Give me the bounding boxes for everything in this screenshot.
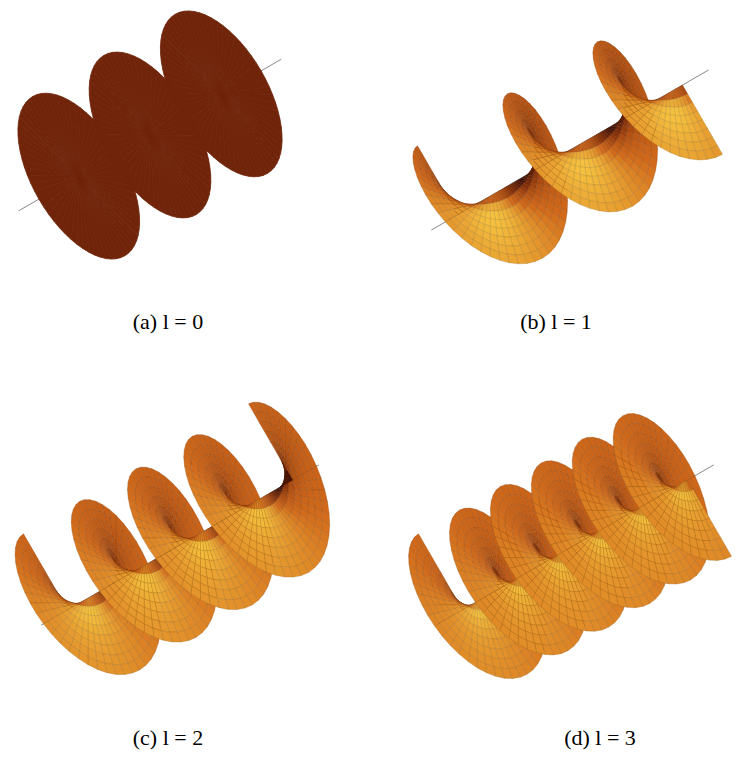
helical-wavefront	[580, 159, 585, 167]
wavefront-panel	[18, 11, 282, 259]
helical-wavefront	[670, 107, 675, 115]
helical-wavefront	[490, 211, 495, 219]
wavefront-panel	[413, 41, 723, 264]
helical-wavefront	[670, 115, 676, 124]
helical-wavefront	[490, 219, 496, 228]
helical-wavefront	[580, 167, 586, 176]
wavefront-panel	[15, 402, 330, 674]
